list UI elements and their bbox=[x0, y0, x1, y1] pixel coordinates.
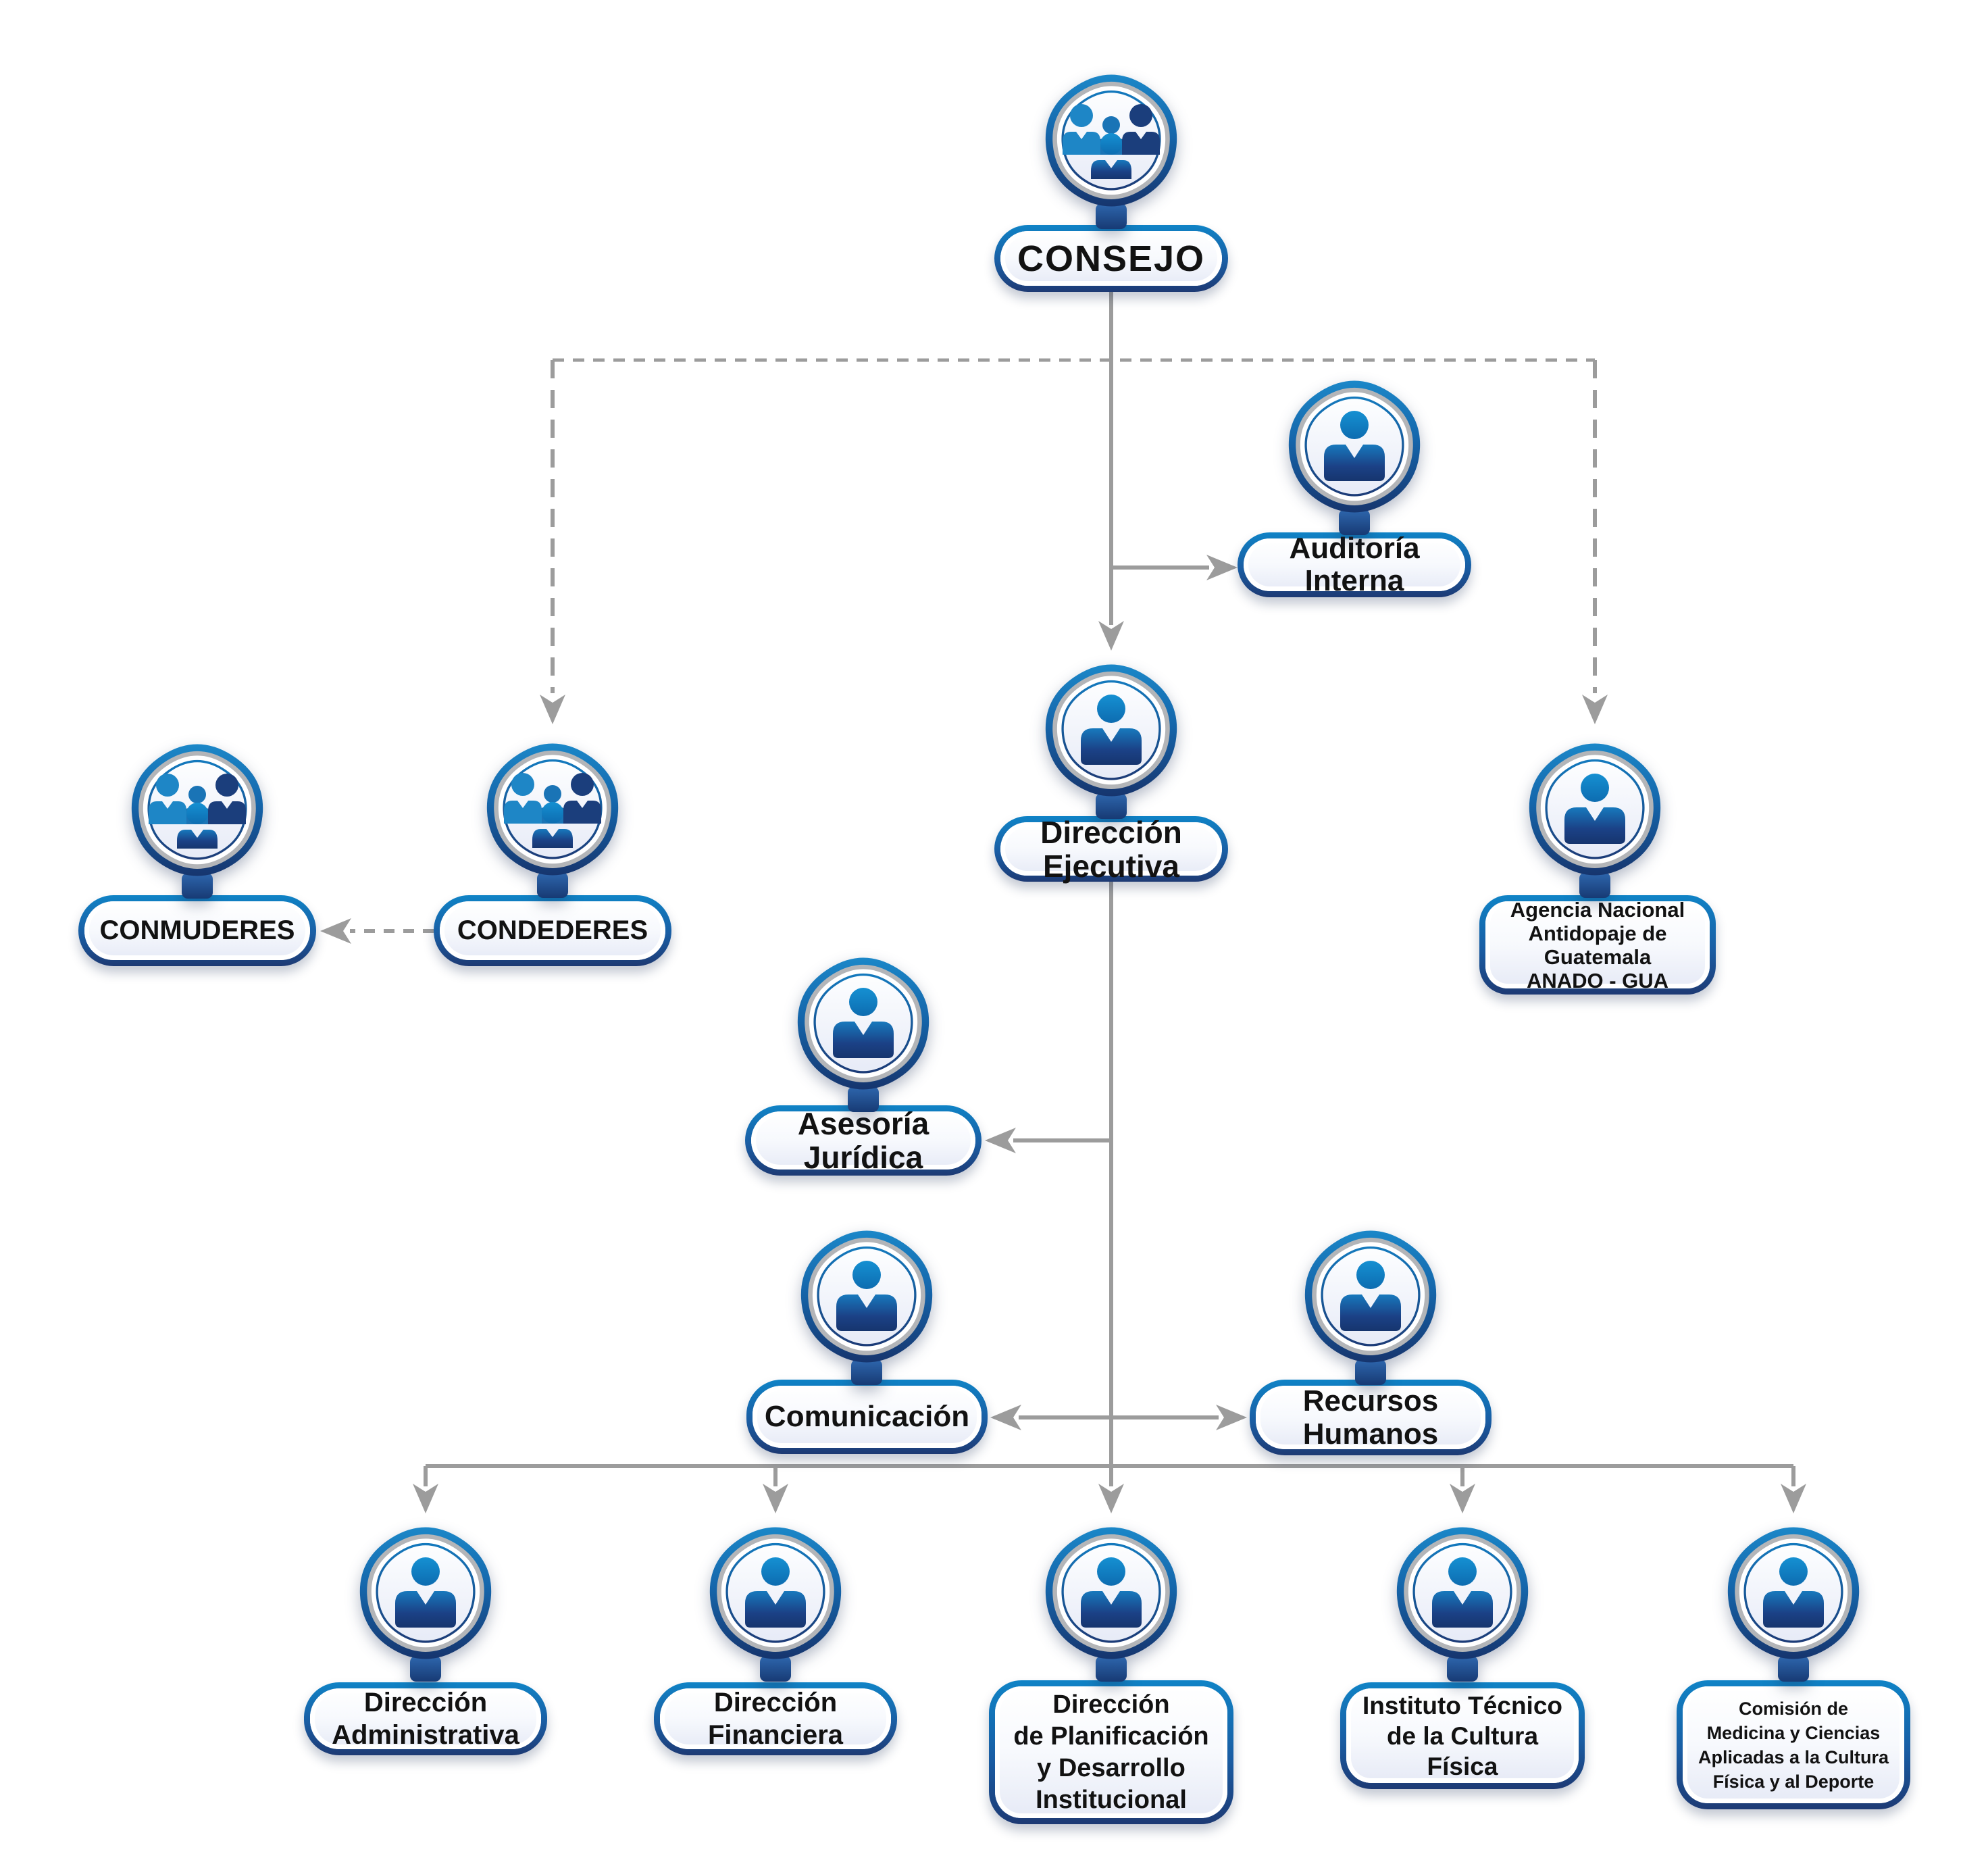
person-icon bbox=[1280, 366, 1429, 542]
person-icon bbox=[1037, 650, 1186, 826]
node-conmuderes-label: CONMUDERES bbox=[99, 915, 295, 945]
node-instituto-tecnico: Instituto Técnico de la Cultura Física bbox=[1340, 1682, 1585, 1789]
arrow-down-administrativa bbox=[413, 1484, 438, 1513]
arrow-down-condederes bbox=[540, 695, 565, 724]
node-anado-gua-label: Agencia Nacional Antidopaje de Guatemala… bbox=[1510, 897, 1685, 992]
node-direccion-planificacion-label: Dirección de Planificación y Desarrollo … bbox=[1013, 1690, 1209, 1814]
node-conmuderes: CONMUDERES bbox=[78, 895, 316, 966]
arrow-down-planificacion bbox=[1098, 1484, 1124, 1513]
group-icon bbox=[1037, 60, 1186, 236]
arrow-down-financiera bbox=[763, 1484, 788, 1513]
person-icon bbox=[1388, 1513, 1537, 1688]
node-direccion-ejecutiva: Dirección Ejecutiva bbox=[994, 814, 1228, 884]
node-instituto-tecnico-label: Instituto Técnico de la Cultura Física bbox=[1362, 1691, 1562, 1780]
node-consejo: CONSEJO bbox=[994, 225, 1228, 292]
arrow-right-auditoria bbox=[1206, 555, 1238, 580]
node-comision-medicina-label: Comisión de Medicina y Ciencias Aplicada… bbox=[1698, 1698, 1889, 1792]
person-icon bbox=[1719, 1513, 1868, 1688]
node-comunicacion-label: Comunicación bbox=[764, 1400, 970, 1433]
arrow-down-direjec bbox=[1098, 621, 1124, 651]
person-icon bbox=[1037, 1513, 1186, 1688]
person-icon bbox=[1521, 729, 1669, 905]
node-anado-gua: Agencia Nacional Antidopaje de Guatemala… bbox=[1479, 895, 1716, 995]
arrow-down-comision bbox=[1781, 1484, 1806, 1513]
node-auditoria-label: Auditoría Interna bbox=[1289, 532, 1420, 597]
node-asesoria-juridica-label: Asesoría Jurídica bbox=[797, 1106, 929, 1175]
node-recursos-humanos-label: Recursos Humanos bbox=[1302, 1384, 1439, 1451]
node-recursos-humanos: Recursos Humanos bbox=[1250, 1380, 1492, 1455]
node-comision-medicina: Comisión de Medicina y Ciencias Aplicada… bbox=[1677, 1680, 1910, 1809]
solid-connectors bbox=[424, 292, 1795, 1486]
node-direccion-administrativa: Dirección Administrativa bbox=[304, 1682, 547, 1755]
arrow-left-asesoria bbox=[985, 1128, 1016, 1153]
node-direccion-ejecutiva-label: Dirección Ejecutiva bbox=[1040, 814, 1182, 884]
node-asesoria-juridica: Asesoría Jurídica bbox=[745, 1105, 982, 1176]
node-comunicacion: Comunicación bbox=[746, 1380, 988, 1454]
node-direccion-financiera: Dirección Financiera bbox=[654, 1682, 897, 1755]
arrow-left-conmuderes bbox=[320, 918, 351, 944]
arrow-right-recursos bbox=[1216, 1405, 1247, 1430]
person-icon bbox=[789, 943, 938, 1119]
person-icon bbox=[701, 1513, 850, 1688]
group-icon bbox=[478, 729, 627, 905]
dashed-connectors bbox=[350, 358, 1597, 933]
node-consejo-label: CONSEJO bbox=[1017, 238, 1206, 279]
node-direccion-financiera-label: Dirección Financiera bbox=[707, 1688, 844, 1750]
group-icon bbox=[123, 730, 272, 905]
node-condederes-label: CONDEDERES bbox=[457, 915, 648, 945]
arrow-down-instituto bbox=[1450, 1484, 1475, 1513]
arrow-down-anado bbox=[1582, 695, 1608, 724]
node-condederes: CONDEDERES bbox=[434, 895, 671, 966]
node-auditoria-interna: Auditoría Interna bbox=[1238, 532, 1471, 597]
person-icon bbox=[792, 1216, 941, 1392]
person-icon bbox=[1296, 1216, 1445, 1392]
person-icon bbox=[351, 1513, 500, 1688]
arrow-left-comunicacion bbox=[990, 1405, 1021, 1430]
node-direccion-planificacion: Dirección de Planificación y Desarrollo … bbox=[989, 1680, 1233, 1824]
node-direccion-administrativa-label: Dirección Administrativa bbox=[332, 1688, 519, 1750]
arrowheads bbox=[320, 555, 1806, 1513]
